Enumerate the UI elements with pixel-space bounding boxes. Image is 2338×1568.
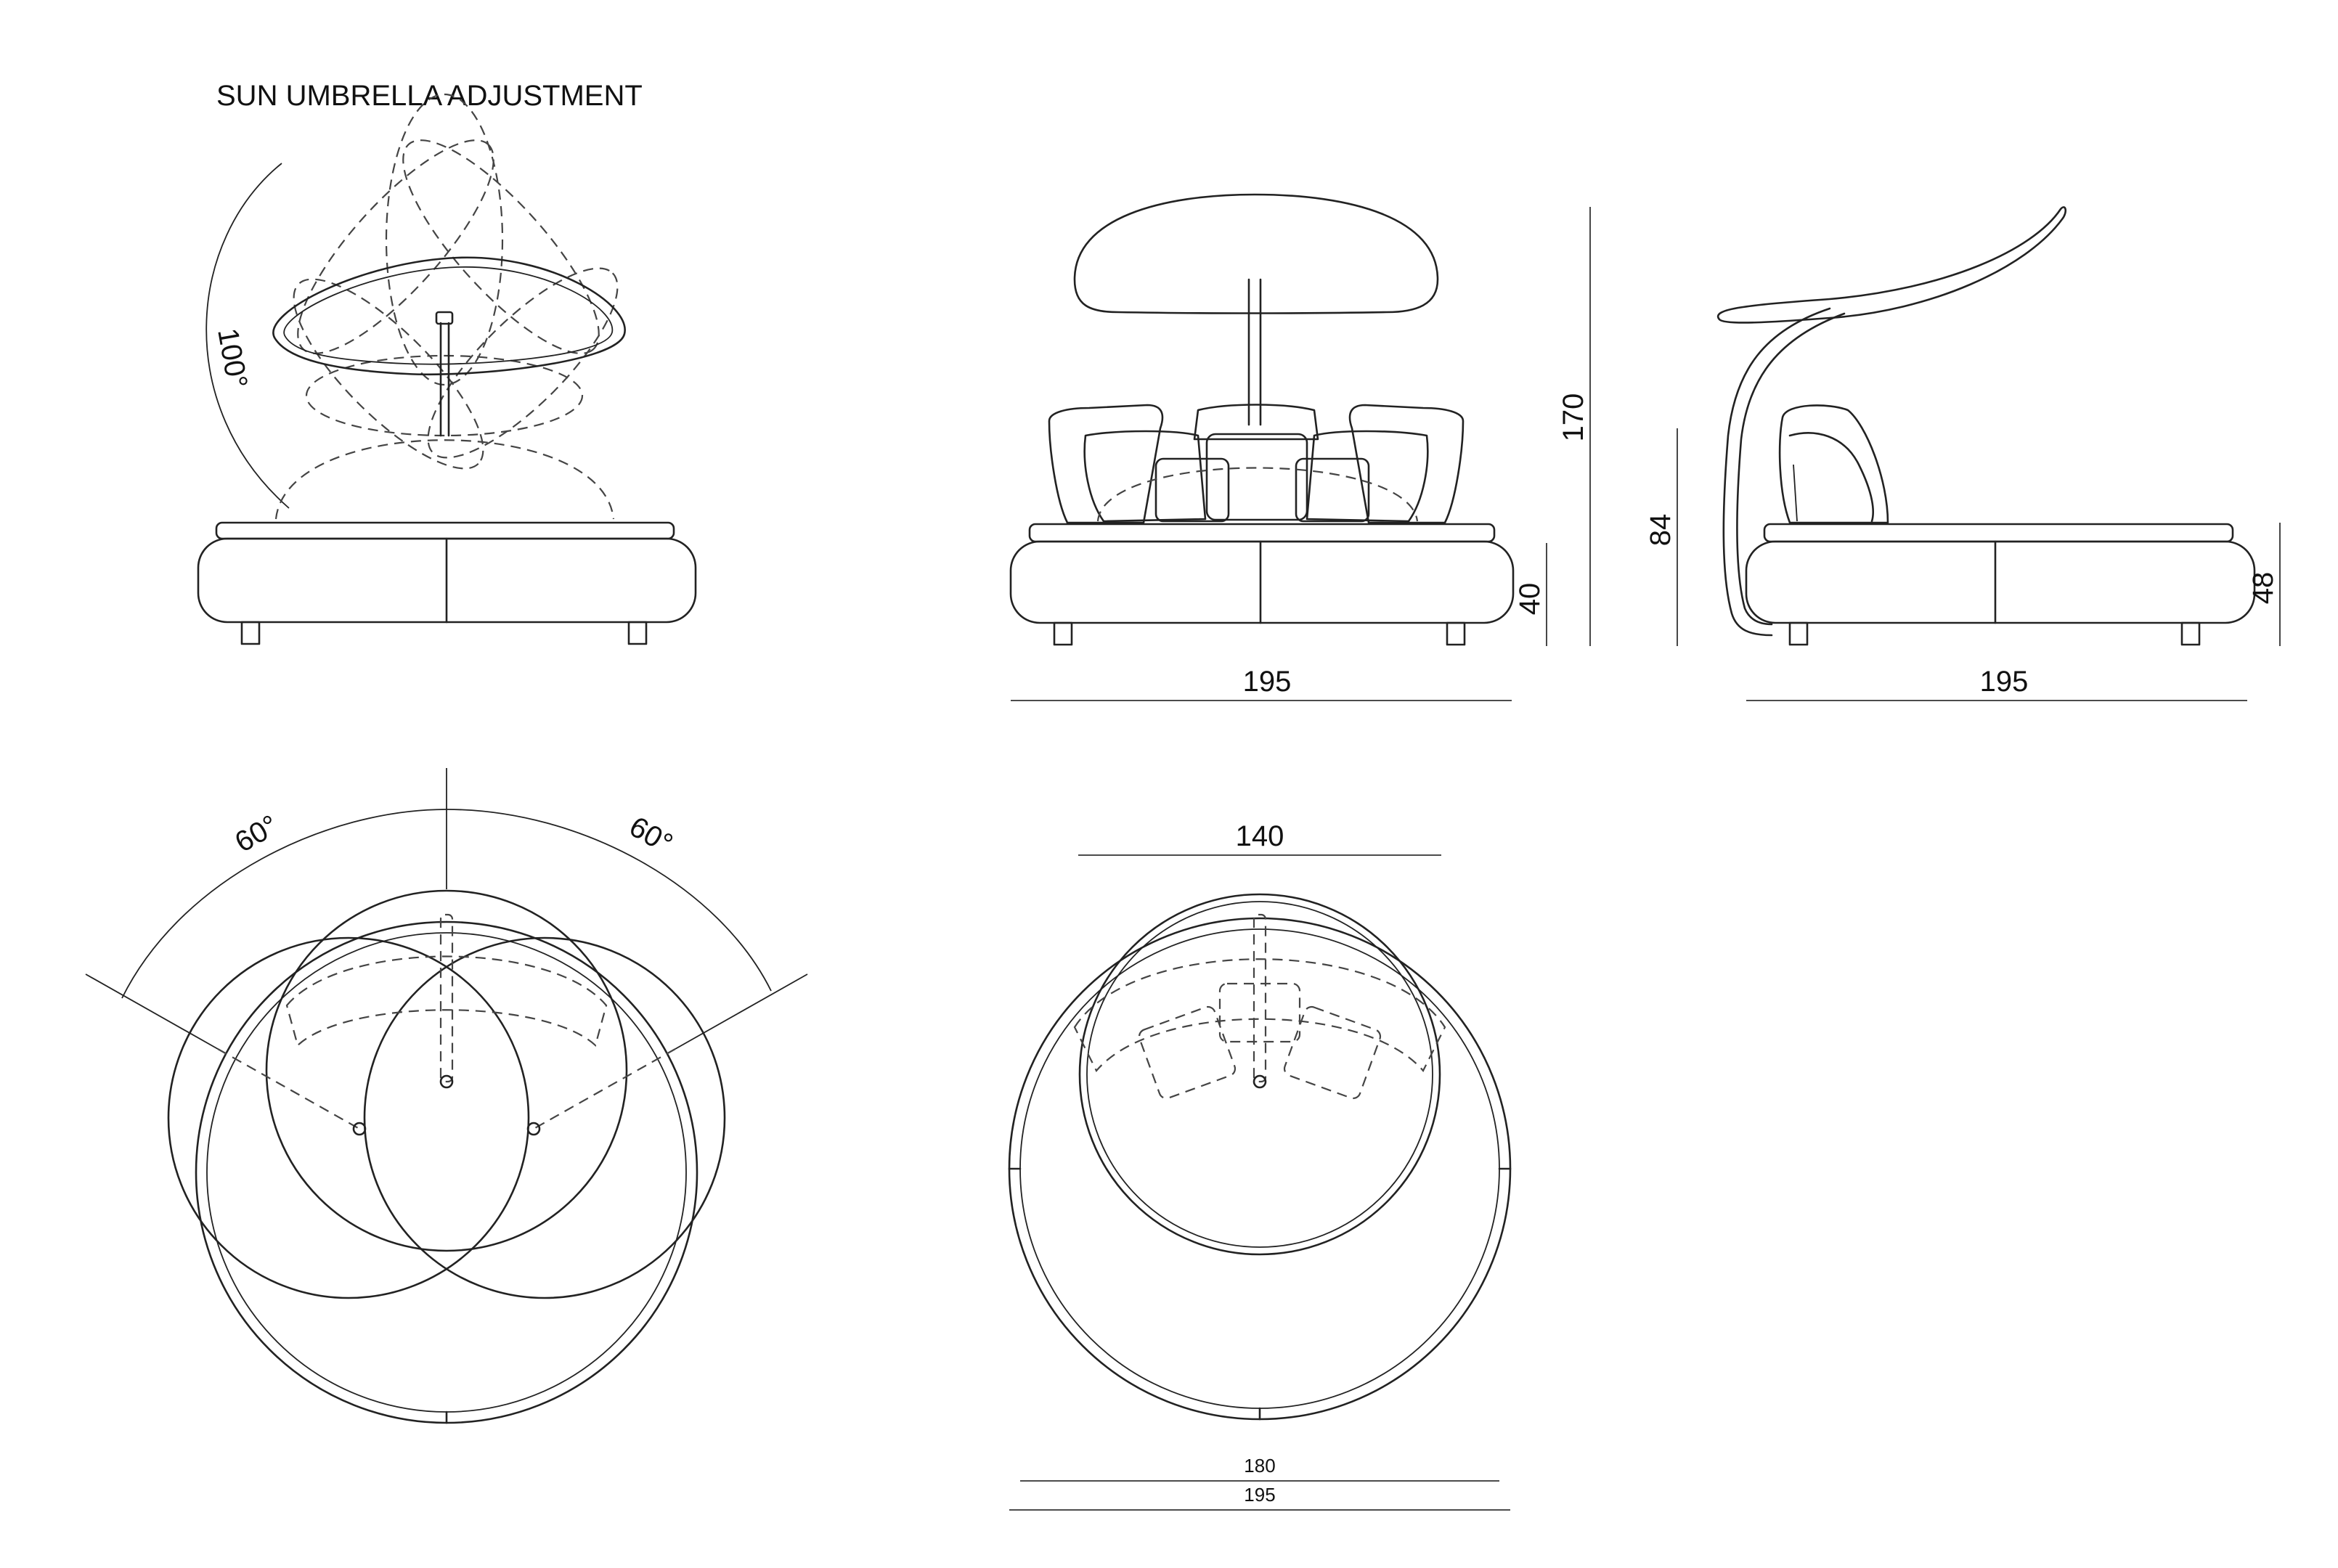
small-pillow-right bbox=[1295, 457, 1370, 523]
back-cushion bbox=[1778, 404, 1889, 524]
hidden-pillow-right bbox=[1283, 1005, 1382, 1100]
bed-base-outline-inner bbox=[1019, 928, 1500, 1409]
view-plan: 140 180 195 bbox=[1008, 820, 1512, 1511]
sheet-title: SUN UMBRELLA ADJUSTMENT bbox=[216, 80, 643, 112]
bed-leg bbox=[2180, 621, 2201, 646]
canopy-position-right bbox=[363, 936, 726, 1299]
pole-foot bbox=[1252, 1074, 1267, 1089]
rotation-angle-label: 100° bbox=[211, 326, 253, 391]
umbrella-pole-left bbox=[217, 1048, 360, 1130]
bed-base-outline bbox=[195, 920, 698, 1424]
canopy-position-dashed bbox=[402, 139, 600, 354]
bed-leg bbox=[1446, 621, 1466, 646]
canopy-position-left bbox=[167, 936, 530, 1299]
back-cushion-inner bbox=[1788, 432, 1874, 523]
base-height-dimension-label: 40 bbox=[1514, 583, 1546, 616]
umbrella-pole-center bbox=[439, 913, 454, 1083]
center-cushion bbox=[1205, 433, 1308, 521]
canopy-side bbox=[1716, 206, 2067, 324]
view-plan-umbrella-rotation: 60° 60° bbox=[85, 768, 808, 1424]
total-height-dimension-label: 170 bbox=[1557, 393, 1589, 442]
canopy-current-position-inner bbox=[283, 266, 614, 365]
width-dimension-label: 195 bbox=[1980, 666, 2029, 698]
umbrella-pole bbox=[1252, 913, 1267, 1083]
canopy-top bbox=[1078, 893, 1441, 1256]
view-front-elevation: 195 170 40 bbox=[1009, 193, 1591, 701]
outer-width-dimension-label: 195 bbox=[1244, 1484, 1275, 1506]
umbrella-arm bbox=[1722, 307, 1831, 637]
base-height-dimension-label: 48 bbox=[2247, 572, 2279, 605]
canopy-width-dimension-label: 140 bbox=[1236, 820, 1284, 852]
hidden-pillow-left bbox=[1138, 1005, 1237, 1100]
side-cushion-right bbox=[1306, 430, 1429, 523]
right-rotation-axis bbox=[675, 973, 808, 1050]
back-cushion-left bbox=[1048, 404, 1164, 524]
view-side-elevation: 195 84 48 bbox=[1645, 206, 2281, 701]
pole-foot-center bbox=[439, 1074, 454, 1089]
umbrella-hinge bbox=[435, 311, 454, 325]
pole-foot-left bbox=[352, 1122, 367, 1136]
bed-leg bbox=[1788, 621, 1809, 646]
umbrella-pole-right bbox=[533, 1048, 676, 1130]
mattress bbox=[215, 521, 675, 540]
canopy-position-dashed bbox=[293, 278, 484, 470]
left-rotation-axis bbox=[85, 973, 219, 1050]
canopy-position-dashed bbox=[305, 354, 584, 437]
view-umbrella-adjustment: 100° bbox=[197, 93, 697, 645]
bed-base bbox=[1745, 540, 2256, 624]
mattress bbox=[1763, 523, 2234, 543]
width-dimension-label: 195 bbox=[1243, 666, 1292, 698]
small-pillow-left bbox=[1154, 457, 1230, 523]
canopy-top-inner bbox=[1086, 901, 1433, 1248]
right-angle-label: 60° bbox=[624, 811, 677, 860]
hidden-cushions-dashed bbox=[285, 955, 608, 1048]
canopy-position-dashed bbox=[385, 93, 504, 386]
bed-leg bbox=[240, 621, 261, 645]
bed-leg bbox=[627, 621, 648, 645]
back-cushion-right bbox=[1348, 404, 1465, 524]
bed-base bbox=[1009, 540, 1515, 624]
canopy-current-position bbox=[272, 256, 626, 376]
hidden-pillow-center bbox=[1218, 982, 1301, 1043]
bed-leg bbox=[1053, 621, 1073, 646]
rotation-angle-arc bbox=[205, 163, 290, 509]
back-cushion-center bbox=[1193, 404, 1319, 441]
bed-base-outline bbox=[1008, 917, 1512, 1421]
canopy-position-dashed bbox=[427, 267, 619, 459]
canopy-position-dashed bbox=[274, 439, 615, 520]
canopy-front bbox=[1073, 193, 1439, 314]
inner-width-dimension-label: 180 bbox=[1244, 1455, 1275, 1477]
canopy-position-center bbox=[265, 889, 628, 1252]
pole-foot-right bbox=[526, 1122, 541, 1136]
hidden-cushions-dashed bbox=[1073, 958, 1446, 1072]
hidden-backrest-dashed bbox=[1096, 467, 1419, 522]
back-cushion-fold bbox=[1793, 464, 1798, 522]
side-cushion-left bbox=[1083, 430, 1207, 523]
backrest-height-dimension-label: 84 bbox=[1645, 514, 1677, 547]
mattress bbox=[1028, 523, 1496, 543]
umbrella-arm-edge bbox=[1736, 312, 1846, 626]
